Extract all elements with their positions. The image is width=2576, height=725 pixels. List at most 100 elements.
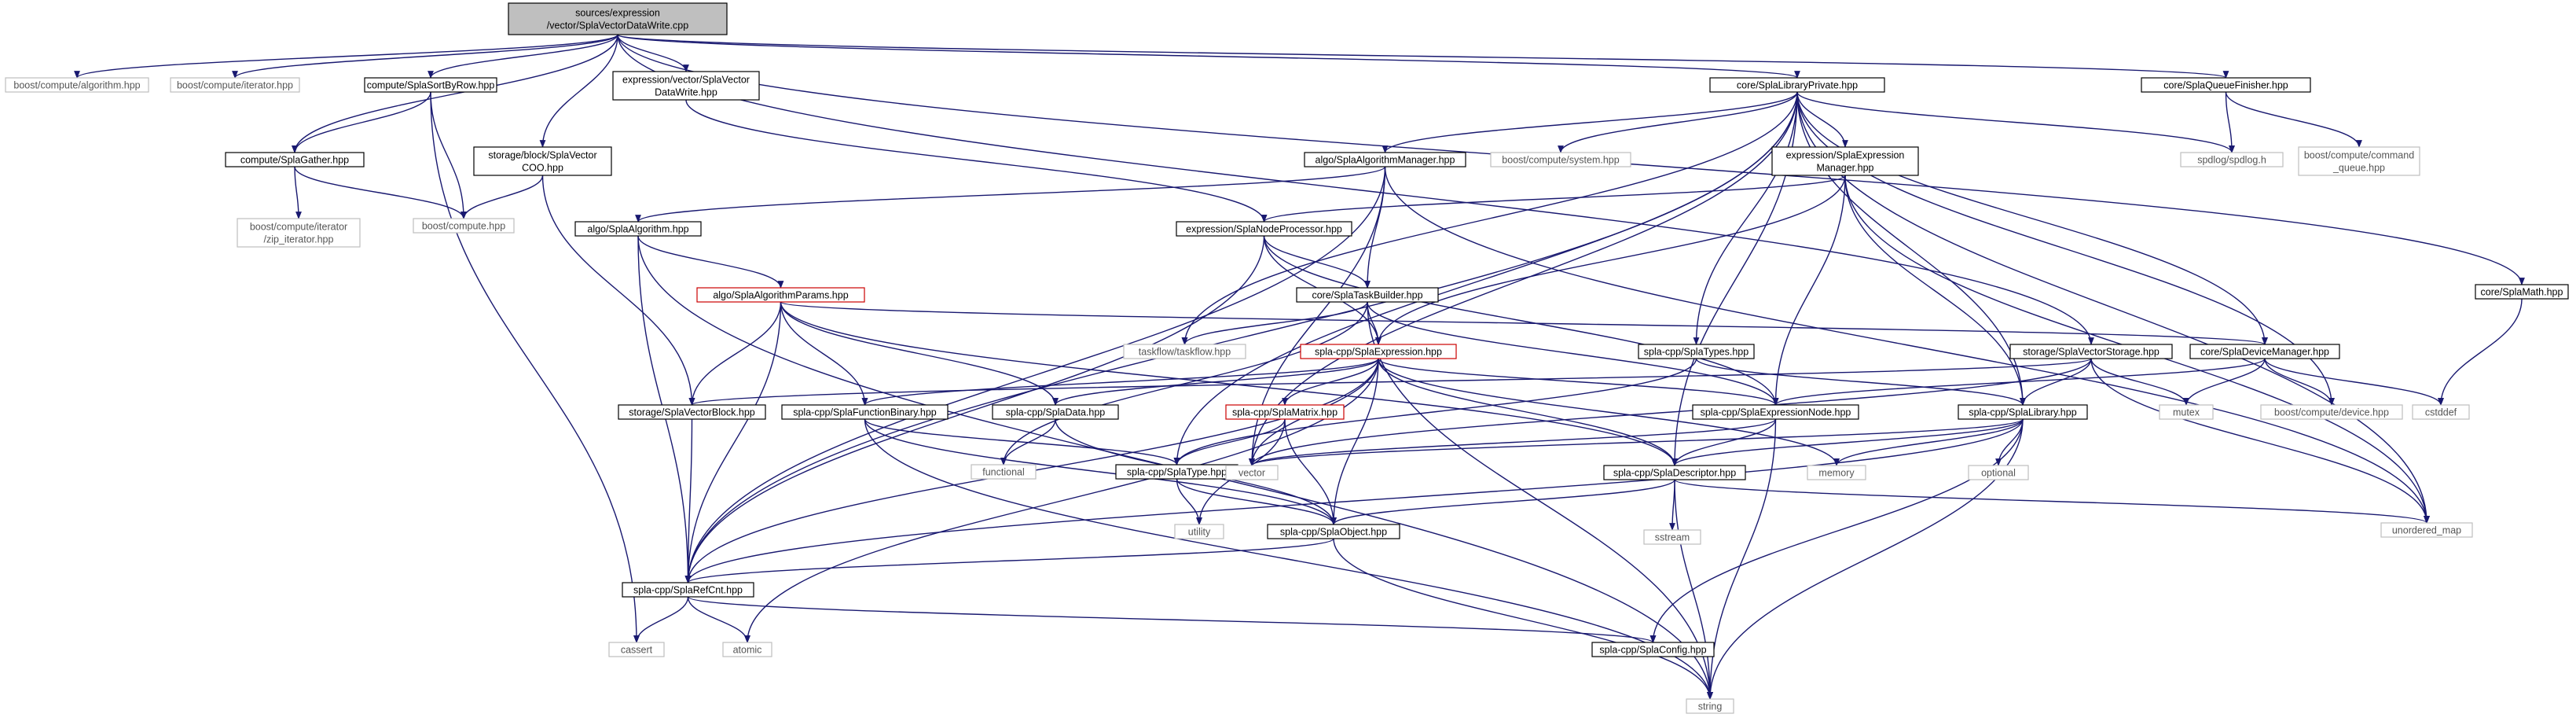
node-nodeprocessor[interactable]: expression/SplaNodeProcessor.hpp	[1176, 221, 1352, 237]
edge-funcbinary-to-string	[864, 418, 1713, 700]
edge-expression-to-descriptor	[1378, 358, 1678, 466]
edge-exprmanager-to-expression	[1375, 175, 1846, 345]
node-object[interactable]: spla-cpp/SplaObject.hpp	[1267, 524, 1400, 539]
node-descriptor[interactable]: spla-cpp/SplaDescriptor.hpp	[1603, 465, 1746, 480]
node-box-algoparams	[696, 287, 865, 303]
node-box-optional	[1968, 465, 2029, 480]
edges-layer	[74, 34, 2525, 700]
edge-libprivate-to-types	[1693, 91, 1798, 345]
edge-algorithm-to-algoparams	[637, 235, 784, 289]
edge-exprmanager-to-library	[1844, 175, 2026, 406]
node-label-library-0: spla-cpp/SplaLibrary.hpp	[1969, 407, 2076, 418]
node-expression[interactable]: spla-cpp/SplaExpression.hpp	[1300, 344, 1457, 359]
edge-algoparams-to-vectorblock	[688, 301, 782, 406]
node-box-libprivate	[1709, 77, 1885, 93]
edge-devicemanager-to-bcdevice	[2264, 358, 2335, 406]
nodes-layer: sources/expression/vector/SplaVectorData…	[5, 2, 2569, 714]
edge-vectorstorage-to-vectorblock	[689, 358, 2092, 406]
edge-library-to-config	[1649, 418, 2024, 643]
node-config[interactable]: spla-cpp/SplaConfig.hpp	[1591, 642, 1715, 657]
node-devicemanager[interactable]: core/SplaDeviceManager.hpp	[2189, 344, 2340, 359]
node-label-exprnode-0: spla-cpp/SplaExpressionNode.hpp	[1701, 407, 1851, 418]
node-bc_iterator: boost/compute/iterator.hpp	[170, 77, 300, 93]
node-algorithm[interactable]: algo/SplaAlgorithm.hpp	[574, 221, 702, 237]
node-label-mutex-0: mutex	[2173, 407, 2200, 418]
node-algomanager[interactable]: algo/SplaAlgorithmManager.hpp	[1304, 152, 1466, 167]
node-matrix[interactable]: spla-cpp/SplaMatrix.hpp	[1225, 404, 1345, 420]
edge-algoparams-to-refcnt	[684, 301, 782, 583]
node-funcbinary[interactable]: spla-cpp/SplaFunctionBinary.hpp	[781, 404, 949, 420]
node-algoparams[interactable]: algo/SplaAlgorithmParams.hpp	[696, 287, 865, 303]
node-zipiter: boost/compute/iterator/zip_iterator.hpp	[237, 218, 361, 248]
node-label-funcbinary-0: spla-cpp/SplaFunctionBinary.hpp	[793, 407, 937, 418]
node-label-memory-0: memory	[1818, 468, 1855, 479]
node-label-functional-0: functional	[982, 467, 1025, 478]
node-label-string-0: string	[1698, 701, 1723, 712]
edge-type-to-object	[1176, 478, 1337, 525]
node-box-matrix	[1225, 404, 1345, 420]
node-type[interactable]: spla-cpp/SplaType.hpp	[1115, 464, 1238, 480]
node-box-bc_algorithm	[5, 77, 149, 93]
node-vdw_hpp[interactable]: expression/vector/SplaVectorDataWrite.hp…	[612, 71, 760, 101]
node-refcnt[interactable]: spla-cpp/SplaRefCnt.hpp	[622, 582, 754, 598]
edge-data-to-functional	[1000, 418, 1056, 466]
edge-algoparams-to-descriptor	[780, 301, 1678, 466]
node-box-nodeprocessor	[1176, 221, 1352, 237]
node-optional: optional	[1968, 465, 2029, 480]
edge-coo-to-vectorblock	[541, 175, 695, 406]
edge-splamath-to-cstddef	[2438, 298, 2523, 406]
node-unordered_map: unordered_map	[2380, 522, 2473, 538]
node-label-devicemanager-0: core/SplaDeviceManager.hpp	[2200, 347, 2329, 358]
node-gather[interactable]: compute/SplaGather.hpp	[225, 152, 365, 167]
node-box-string	[1686, 698, 1734, 714]
node-vectorblock[interactable]: storage/SplaVectorBlock.hpp	[618, 404, 766, 420]
node-box-root	[508, 2, 728, 35]
edge-vectorblock-to-refcnt	[684, 418, 693, 583]
node-vector: vector	[1225, 465, 1279, 480]
node-label-cstddef-0: cstddef	[2425, 407, 2457, 418]
edge-vectorstorage-to-library	[2020, 358, 2092, 406]
edge-devicemanager-to-cstddef	[2264, 358, 2444, 406]
edge-algoparams-to-data	[780, 301, 1059, 406]
node-box-funcbinary	[781, 404, 949, 420]
node-types[interactable]: spla-cpp/SplaTypes.hpp	[1638, 344, 1755, 359]
node-data[interactable]: spla-cpp/SplaData.hpp	[992, 404, 1119, 420]
edge-coo-to-bcompute	[461, 175, 544, 219]
edge-queuefinisher-to-spdlog	[2225, 91, 2235, 153]
node-vectorstorage[interactable]: storage/SplaVectorStorage.hpp	[2009, 344, 2173, 359]
node-libprivate[interactable]: core/SplaLibraryPrivate.hpp	[1709, 77, 1885, 93]
node-box-object	[1267, 524, 1400, 539]
node-box-mutex	[2159, 404, 2214, 420]
edge-root-to-libprivate	[617, 34, 1800, 79]
node-label-coo-0: storage/block/SplaVector	[488, 150, 596, 161]
node-root[interactable]: sources/expression/vector/SplaVectorData…	[508, 2, 728, 35]
node-queuefinisher[interactable]: core/SplaQueueFinisher.hpp	[2141, 77, 2311, 93]
node-spdlog: spdlog/spdlog.h	[2180, 152, 2284, 167]
edge-nodeprocessor-to-refcnt	[684, 235, 1265, 583]
edge-refcnt-to-config	[687, 596, 1657, 643]
edge-devicemanager-to-mutex	[2183, 358, 2266, 406]
node-box-bcsystem	[1490, 152, 1631, 167]
node-box-coo	[473, 146, 612, 176]
node-box-exprmanager	[1771, 146, 1919, 176]
node-box-unordered_map	[2380, 522, 2473, 538]
edge-expression-to-funcbinary	[861, 358, 1379, 406]
node-utility: utility	[1174, 524, 1224, 539]
edge-libprivate-to-type	[1173, 91, 1798, 466]
node-sortbyrow[interactable]: compute/SplaSortByRow.hpp	[364, 77, 497, 93]
node-label-object-0: spla-cpp/SplaObject.hpp	[1280, 527, 1387, 538]
node-exprnode[interactable]: spla-cpp/SplaExpressionNode.hpp	[1692, 404, 1859, 420]
edge-object-to-string	[1333, 538, 1713, 700]
node-library[interactable]: spla-cpp/SplaLibrary.hpp	[1958, 404, 2088, 420]
node-label-exprmanager-0: expression/SplaExpression	[1786, 150, 1905, 161]
edge-libprivate-to-taskflow	[1181, 91, 1798, 345]
edge-nodeprocessor-to-exprnode	[1263, 235, 1779, 406]
node-taskbuilder[interactable]: core/SplaTaskBuilder.hpp	[1296, 287, 1439, 303]
node-label-bccmdqueue-1: _queue.hpp	[2332, 163, 2385, 174]
node-splamath[interactable]: core/SplaMath.hpp	[2475, 284, 2569, 300]
edge-vectorstorage-to-unordered_map	[2090, 358, 2430, 524]
edge-sortbyrow-to-gather	[292, 91, 431, 153]
